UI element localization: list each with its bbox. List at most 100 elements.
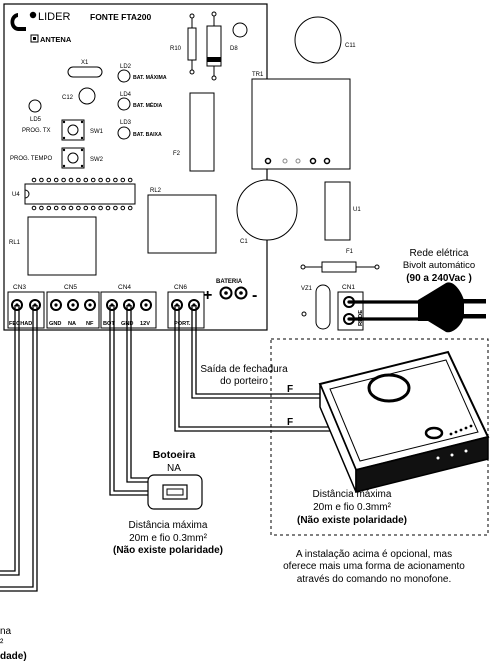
u4-pin <box>31 205 37 211</box>
c12-capacitor <box>78 87 96 105</box>
sw2-button <box>61 147 85 169</box>
cn3-terminal-1-dot <box>15 303 19 307</box>
logo-dot-icon <box>29 11 37 19</box>
c12-label: C12 <box>62 95 74 101</box>
cn6-terminal-1-dot <box>175 303 179 307</box>
u4-pin <box>98 205 103 211</box>
x1-label: X1 <box>81 60 89 66</box>
u1-regulator <box>324 181 351 241</box>
u4-pin <box>90 205 96 211</box>
u4-pin <box>127 205 133 211</box>
botoeira-title: Botoeira <box>153 449 196 461</box>
cn5-pin-gnd: GND <box>49 321 61 327</box>
u4-chip <box>24 183 136 205</box>
rl2-relay <box>147 194 217 254</box>
battery-terminal-2-dot <box>239 291 243 295</box>
c11-capacitor <box>294 16 342 64</box>
tr1-transformer <box>251 78 351 170</box>
antenna-pad-dot <box>33 37 36 40</box>
cn4-pin-bot: BOT <box>103 321 115 327</box>
u4-pin <box>105 205 111 211</box>
u4-pin <box>39 177 44 183</box>
u4-pin <box>83 205 89 211</box>
note-line2: oferece mais uma forma de acionamento <box>283 561 465 572</box>
ld4-led <box>117 97 131 111</box>
u4-pins-top <box>31 177 133 183</box>
cut-text-line2: ² <box>0 638 4 649</box>
f1-fuse <box>300 261 380 273</box>
sw1-label: SW1 <box>90 129 104 135</box>
u4-pin <box>120 177 126 183</box>
cn3-terminal-2-dot <box>33 303 37 307</box>
note-line3: através do comando no monofone. <box>297 574 452 585</box>
u4-pin <box>46 177 52 183</box>
cn5-terminal-2-dot <box>71 303 75 307</box>
u4-pin <box>113 177 118 183</box>
ld3-label: LD3 <box>120 120 132 126</box>
dist-left-line2: 20m e fio 0.3mm² <box>129 533 207 544</box>
c11-label: C11 <box>345 43 356 49</box>
cn5-pin-nf: NF <box>86 321 94 327</box>
prog-tempo-label: PROG. TEMPO <box>10 156 53 162</box>
cn3-pin-label: FECHAD. <box>9 321 34 327</box>
wire-f-label-1: F <box>287 384 293 395</box>
u4-pin <box>83 177 89 183</box>
bat-maxima-label: BAT. MÁXIMA <box>133 74 167 81</box>
lider-logo <box>10 11 37 31</box>
ld2-label: LD2 <box>120 64 132 70</box>
battery-terminal-1-dot <box>224 291 228 295</box>
cn5-pin-na: NA <box>68 321 76 327</box>
u4-pin <box>127 177 133 183</box>
u4-pin <box>68 205 74 211</box>
rl1-label: RL1 <box>9 240 21 246</box>
u4-pin <box>90 177 96 183</box>
r10-label: R10 <box>170 46 182 52</box>
u4-pin <box>61 177 66 183</box>
rede-line2: Bivolt automático <box>403 260 475 271</box>
u4-pin <box>120 205 126 211</box>
saida-line2: do porteiro <box>220 376 268 387</box>
pcb-board <box>3 3 268 331</box>
sw2-label: SW2 <box>90 157 104 163</box>
tr1-label: TR1 <box>252 72 264 78</box>
f1-label: F1 <box>346 249 354 255</box>
rl1-relay <box>27 216 97 276</box>
cn4-terminal-3-dot <box>144 303 148 307</box>
bat-baixa-label: BAT. BAIXA <box>133 132 162 138</box>
ld5-label: LD5 <box>30 117 42 123</box>
bateria-label: BATERIA <box>216 279 243 285</box>
push-button-icon <box>147 474 203 510</box>
u4-pin <box>98 177 103 183</box>
cn6-terminal-2-dot <box>192 303 196 307</box>
dist-left-line3: (Não existe polaridade) <box>113 545 223 556</box>
antenna-label: ANTENA <box>40 35 72 44</box>
botoeira-sub: NA <box>167 463 181 474</box>
r10-resistor <box>187 13 197 75</box>
f2-label: F2 <box>173 151 181 157</box>
cn5-terminal-3-dot <box>88 303 92 307</box>
u4-pin <box>53 177 59 183</box>
cn5-terminal-1-dot <box>54 303 58 307</box>
board-model: FONTE FTA200 <box>90 12 152 22</box>
u4-pin <box>76 205 81 211</box>
note-line1: A instalação acima é opcional, mas <box>296 549 452 560</box>
brand-name: LIDER <box>38 11 70 23</box>
u4-pin <box>113 205 118 211</box>
ld2-led <box>117 69 131 83</box>
c1-capacitor <box>236 179 298 241</box>
u4-label: U4 <box>12 192 20 198</box>
power-cord <box>349 300 420 321</box>
dist-right-line3: (Não existe polaridade) <box>297 515 407 526</box>
u4-pin <box>39 205 44 211</box>
cn5-label: CN5 <box>64 284 77 291</box>
cn4-pin-12v: 12V <box>140 321 150 327</box>
u4-pin <box>46 205 52 211</box>
vz1-label: VZ1 <box>301 286 313 292</box>
small-capacitor <box>232 22 248 38</box>
cn3-label: CN3 <box>13 284 26 291</box>
logo-swoosh-icon <box>10 13 26 31</box>
rl2-label: RL2 <box>150 188 162 194</box>
cn1-label: CN1 <box>342 284 355 291</box>
cn3-wires <box>0 305 38 592</box>
